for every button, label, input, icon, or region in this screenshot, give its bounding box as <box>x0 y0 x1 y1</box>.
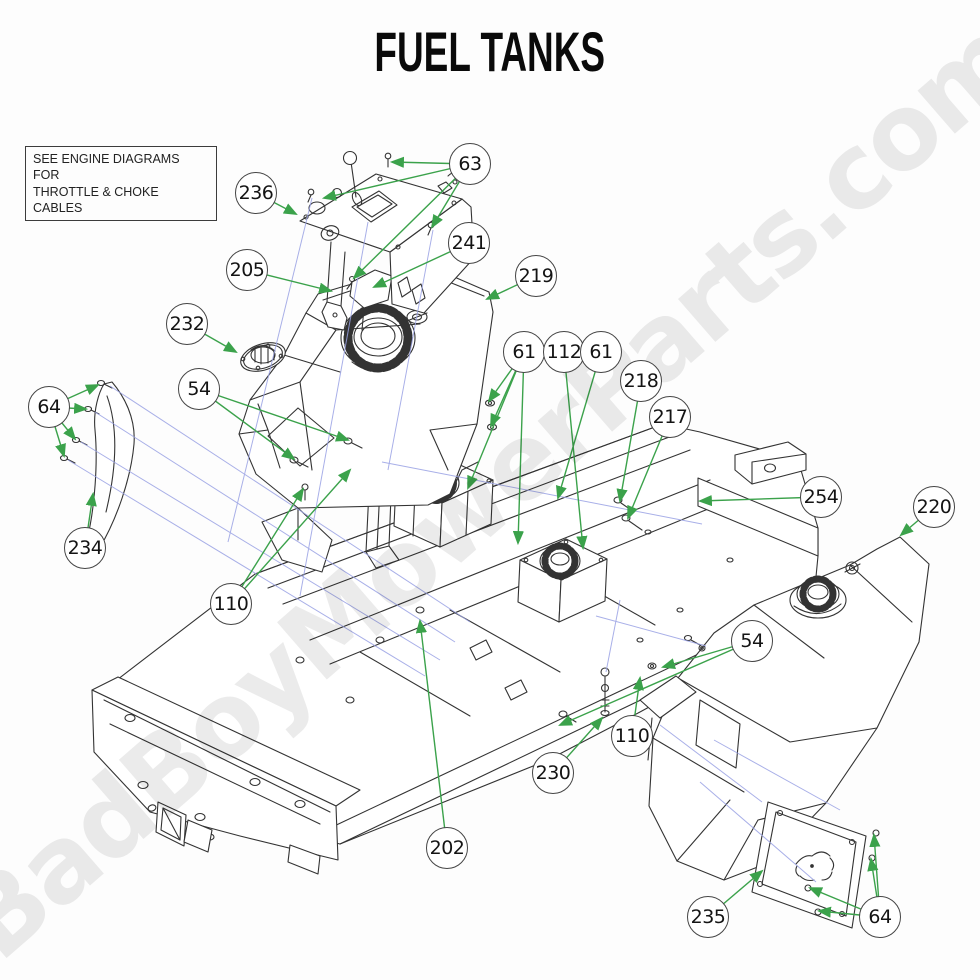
right-fuel-tank <box>639 536 930 881</box>
belt-shield-plate <box>751 801 867 929</box>
fuel-cap-flange <box>240 342 286 372</box>
note-line-2: THROTTLE & CHOKE CABLES <box>33 184 159 215</box>
page-title: FUEL TANKS <box>374 20 606 83</box>
heat-shield <box>86 381 135 550</box>
front-bumper <box>91 676 361 875</box>
left-fuel-tank <box>238 275 494 573</box>
main-frame <box>91 420 819 875</box>
alignment-lines <box>67 197 841 883</box>
dog-logo <box>795 851 835 882</box>
title-wrap: FUEL TANKS <box>0 24 980 80</box>
note-line-1: SEE ENGINE DIAGRAMS FOR <box>33 152 180 183</box>
note-box: SEE ENGINE DIAGRAMS FOR THROTTLE & CHOKE… <box>25 146 217 221</box>
